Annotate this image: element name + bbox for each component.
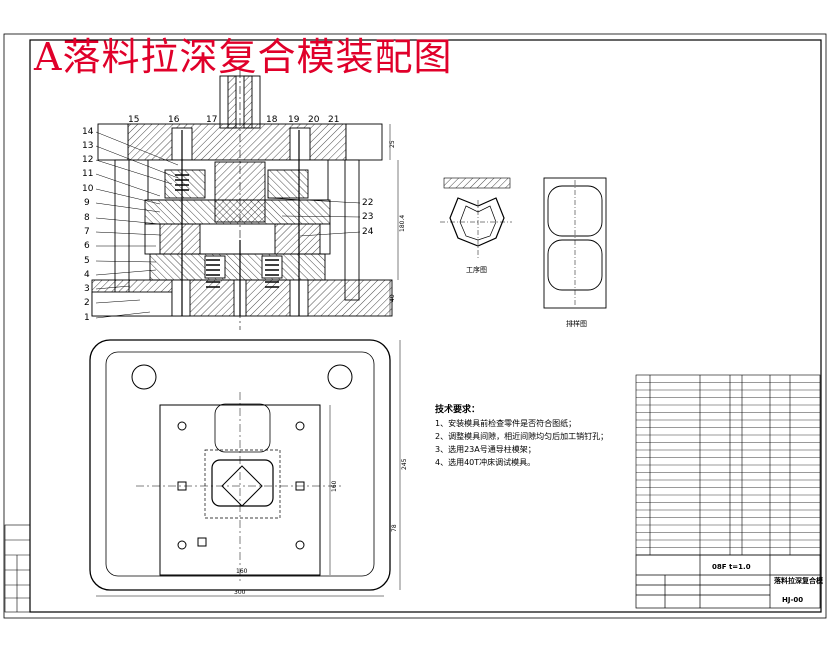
- part-label-21: 21: [328, 115, 339, 125]
- tech-requirements: 技术要求： 1、安装模具前检查零件是否符合图纸； 2、调整模具间隙，相近间隙均匀…: [435, 404, 608, 469]
- layout-label: 排样图: [566, 319, 587, 328]
- part-label-6: 6: [84, 241, 90, 251]
- part-label-4: 4: [84, 270, 90, 280]
- section-view: [91, 70, 393, 330]
- workpiece-view: [440, 177, 512, 260]
- dim-plan-small-height: 78: [391, 524, 398, 532]
- part-label-9: 9: [84, 198, 90, 208]
- part-label-10: 10: [82, 184, 94, 194]
- part-label-16: 16: [168, 115, 180, 125]
- part-label-23: 23: [362, 212, 373, 222]
- part-label-13: 13: [82, 141, 93, 151]
- part-label-19: 19: [288, 115, 300, 125]
- tech-heading: 技术要求：: [435, 405, 481, 415]
- title-block-material: 08F t=1.0: [712, 563, 751, 571]
- part-label-3: 3: [84, 284, 90, 294]
- part-label-20: 20: [308, 115, 320, 125]
- part-label-24: 24: [362, 227, 374, 237]
- part-label-2: 2: [84, 298, 90, 308]
- title-block-drawing-name: 落料拉深复合模: [774, 576, 824, 585]
- part-label-5: 5: [84, 256, 90, 266]
- workpiece-label: 工序图: [466, 265, 487, 274]
- part-label-18: 18: [266, 115, 278, 125]
- dim-plan-inner-width: 160: [236, 568, 248, 575]
- title-block: [635, 554, 821, 609]
- part-label-7: 7: [84, 227, 90, 237]
- tech-item-1: 1、安装模具前检查零件是否符合图纸；: [435, 419, 577, 428]
- leaders-left: [95, 131, 361, 319]
- dim-mid-height: 180.4: [399, 215, 406, 232]
- title-block-drawing-no: HJ-00: [782, 596, 803, 604]
- part-labels: 14 13 12 11 10 9 8 7 6 5 4 3 2 1 15 16 1…: [82, 115, 374, 323]
- part-label-14: 14: [82, 127, 94, 137]
- part-label-15: 15: [128, 115, 139, 125]
- part-label-12: 12: [82, 155, 93, 165]
- dim-top-height: 25: [389, 140, 396, 148]
- part-label-1: 1: [84, 313, 90, 323]
- parts-list-rows: [636, 382, 820, 548]
- dim-plan-inner-height: 160: [331, 480, 338, 492]
- plan-view: [89, 339, 401, 597]
- section-dimensions: [389, 124, 399, 316]
- dim-plan-outer-width: 300: [234, 589, 246, 596]
- part-label-8: 8: [84, 213, 90, 223]
- layout-view: [543, 177, 607, 309]
- tech-item-4: 4、选用40T冲床调试模具。: [435, 458, 536, 467]
- inner-frame: [29, 39, 822, 613]
- dim-base-height: 40: [389, 294, 396, 302]
- part-label-17: 17: [206, 115, 217, 125]
- part-label-11: 11: [82, 169, 93, 179]
- outer-frame: [3, 33, 827, 619]
- dim-plan-right-height: 245: [401, 458, 408, 470]
- tech-item-2: 2、调整模具间隙，相近间隙均匀后加工销钉孔；: [435, 432, 609, 441]
- tech-item-3: 3、选用23A号通导柱模架；: [435, 445, 536, 454]
- left-side-block: [4, 524, 31, 613]
- part-label-22: 22: [362, 198, 373, 208]
- drawing-title: A落料拉深复合模装配图: [34, 35, 453, 79]
